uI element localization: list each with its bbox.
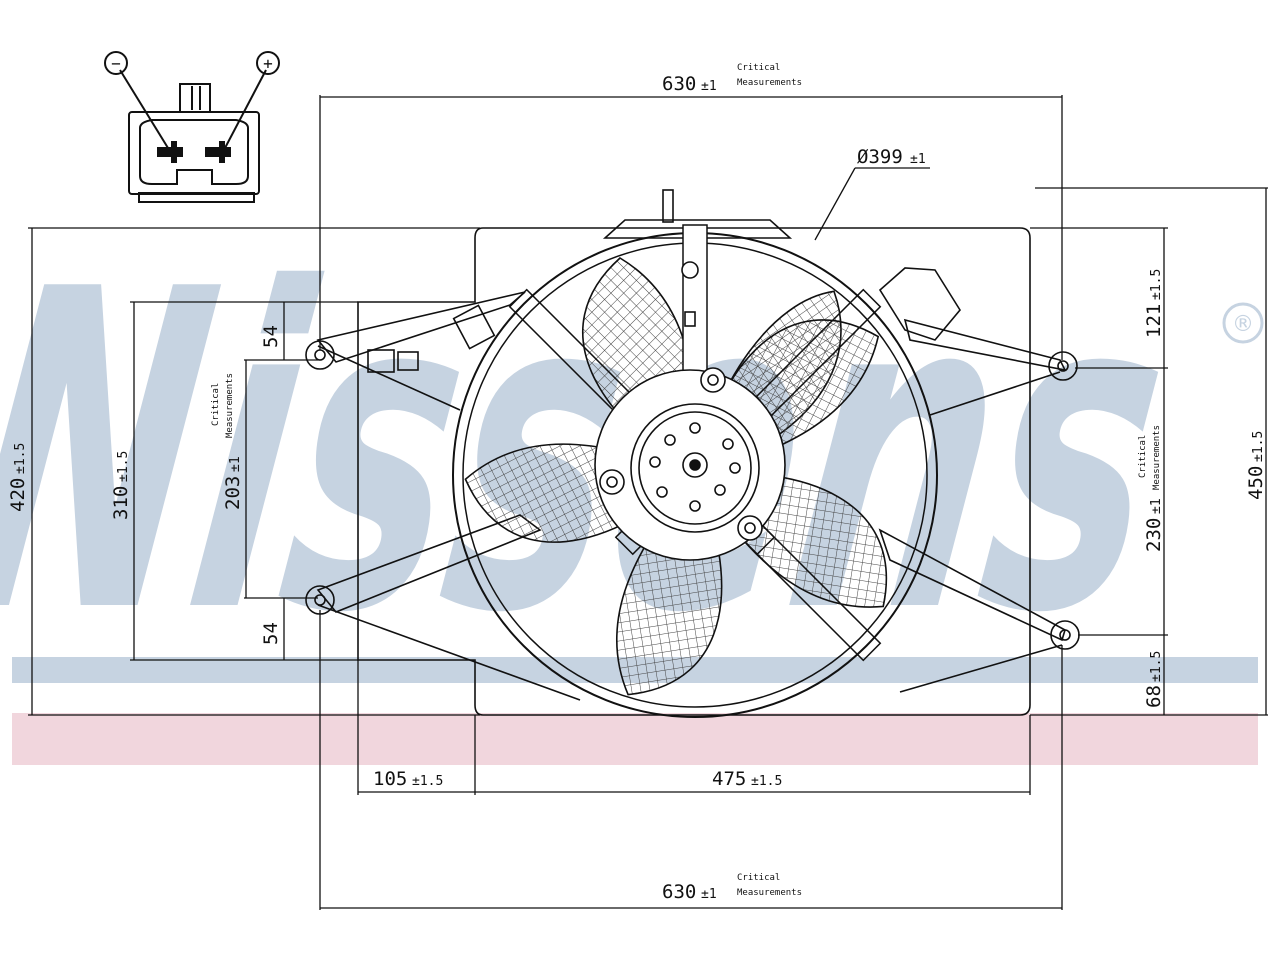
dim-right-mid: 230: [1143, 518, 1165, 552]
dim-mount-span-tol: ±1.5: [116, 451, 131, 482]
dim-width-bottom: 630: [662, 881, 696, 903]
registered-mark: ®: [1232, 312, 1254, 337]
registered-mark-icon: [1222, 302, 1264, 344]
shroud: [305, 189, 1080, 716]
dim-width-top-tol: ±1: [701, 79, 717, 94]
critical-note-bottom-2: Measurements: [737, 888, 802, 898]
minus-symbol: −: [111, 54, 121, 73]
dim-offset-bottom: 54: [260, 622, 282, 645]
dim-width-bottom-tol: ±1: [701, 887, 717, 902]
dim-width-top: 630: [662, 73, 696, 95]
critical-note-top-1: Critical: [737, 63, 780, 73]
dim-bottom-right: 475: [712, 768, 746, 790]
dim-height-right-tol: ±1.5: [1251, 431, 1266, 462]
critical-note-right-2: Measurements: [1152, 425, 1162, 490]
dim-diameter-tol: ±1: [910, 152, 926, 167]
plus-terminal-icon: [256, 51, 280, 75]
dimension-lines: [28, 95, 1268, 910]
critical-note-left-2: Measurements: [225, 373, 235, 438]
electrical-connector: [104, 51, 280, 203]
dim-mount-span: 310: [110, 486, 132, 520]
dim-right-top: 121: [1143, 304, 1165, 338]
dim-bottom-left-tol: ±1.5: [412, 774, 443, 789]
dim-inner-span-tol: ±1: [228, 456, 243, 472]
dim-height-left: 420: [7, 478, 29, 512]
dim-right-bottom: 68: [1143, 685, 1165, 708]
dim-right-top-tol: ±1.5: [1149, 269, 1164, 300]
dim-right-mid-tol: ±1: [1149, 498, 1164, 514]
dim-right-bottom-tol: ±1.5: [1149, 651, 1164, 682]
critical-note-left-1: Critical: [211, 383, 221, 426]
dim-bottom-left: 105: [373, 768, 407, 790]
critical-note-right-1: Critical: [1138, 435, 1148, 478]
critical-note-bottom-1: Critical: [737, 873, 780, 883]
dim-height-right: 450: [1245, 466, 1267, 500]
dim-diameter: Ø399: [857, 146, 903, 168]
dim-height-left-tol: ±1.5: [13, 443, 28, 474]
critical-note-top-2: Measurements: [737, 78, 802, 88]
dim-bottom-right-tol: ±1.5: [751, 774, 782, 789]
dimension-labels: 630 ±1 Critical Measurements 630 ±1 Crit…: [7, 63, 1267, 903]
plus-symbol: +: [263, 54, 273, 73]
red-band: [12, 713, 1258, 765]
dim-inner-span: 203: [222, 476, 244, 510]
motor-hub: [594, 261, 786, 561]
dim-offset-top: 54: [260, 325, 282, 348]
minus-terminal-icon: [104, 51, 128, 75]
